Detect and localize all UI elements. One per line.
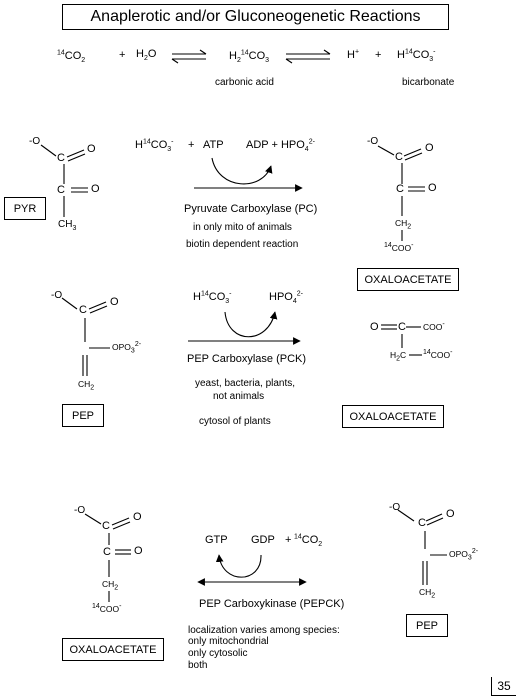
co2-formula: 14CO2 (57, 49, 86, 65)
carbonic-acid-label: carbonic acid (215, 77, 274, 88)
gdp-label: GDP (251, 534, 275, 546)
methylene-group: CH2 (102, 579, 119, 592)
oxygen-atom: O (446, 508, 455, 520)
carbon-atom: C (418, 517, 426, 529)
oxaloacetate-bonds (377, 145, 425, 241)
plus-sign: + (375, 49, 382, 61)
oxygen-atom: O (110, 296, 119, 308)
enzyme-note: cytosol of plants (199, 416, 271, 427)
equilibrium-arrow (285, 49, 331, 64)
methyl-group: CH3 (58, 219, 77, 233)
oxygen-atom: O (425, 142, 434, 154)
carbon-atom: C (79, 304, 87, 316)
oxygen-atom: O (87, 143, 96, 155)
labeled-carboxylate: 14COO- (423, 349, 453, 360)
oxygen-atom: O (428, 182, 437, 194)
page-title: Anaplerotic and/or Gluconeogenetic React… (62, 4, 449, 30)
carboxylate-group: COO- (423, 321, 445, 332)
proton-formula: H+ (347, 48, 360, 61)
carboxylate-oxygen: -O (74, 505, 86, 516)
water-formula: H2O (136, 48, 157, 63)
oxygen-atom: O (133, 511, 142, 523)
plus-sign: + (119, 49, 126, 61)
bicarbonate-formula: H14CO3- (135, 138, 174, 154)
carbon-atom: C (103, 546, 111, 558)
carbon-atom: C (57, 184, 65, 196)
gtp-label: GTP (205, 534, 228, 546)
oxaloacetate-linear-bonds (381, 324, 422, 356)
labeled-carboxylate: 14COO- (92, 603, 122, 614)
plus-sign: + (285, 534, 292, 546)
equilibrium-arrow (171, 49, 207, 64)
curved-arrow (215, 554, 262, 578)
oxaloacetate-label-box: OXALOACETATE (62, 638, 164, 661)
bicarbonate-formula: H14CO3- (193, 290, 232, 306)
plus-sign: + (188, 139, 195, 151)
enzyme-name: Pyruvate Carboxylase (PC) (184, 203, 318, 215)
carboxylate-oxygen: -O (29, 136, 41, 147)
oxaloacetate-label-box: OXALOACETATE (357, 268, 459, 291)
pyr-label-box: PYR (4, 197, 46, 220)
methylene-group: CH2 (419, 587, 436, 600)
enzyme-note: only mitochondrial (188, 636, 269, 647)
oxaloacetate-label-box: OXALOACETATE (342, 405, 444, 428)
carbonic-acid-formula: H214CO3 (229, 49, 270, 65)
enzyme-note: localization varies among species: (188, 625, 340, 636)
enzyme-note: not animals (213, 391, 265, 402)
oxygen-atom: O (370, 321, 379, 333)
page-number: 35 (491, 677, 516, 696)
enzyme-note: yeast, bacteria, plants, (195, 378, 296, 389)
enzyme-note: in only mito of animals (193, 222, 292, 233)
carbon-atom: C (57, 152, 65, 164)
carbon-atom: C (398, 321, 406, 333)
labeled-carboxylate: 14COO- (384, 242, 414, 253)
phosphate-label: HPO42- (269, 290, 303, 306)
atp-label: ATP (203, 139, 224, 151)
bicarbonate-formula: H14CO3- (397, 48, 436, 64)
enzyme-note: only cytosolic (188, 648, 248, 659)
oxygen-atom: O (134, 545, 143, 557)
carbon-atom: C (395, 151, 403, 163)
pep-label-box: PEP (62, 404, 104, 427)
enzyme-note: biotin dependent reaction (186, 239, 299, 250)
enzyme-name: PEP Carboxykinase (PEPCK) (199, 598, 345, 610)
pyruvate-bonds (40, 144, 88, 217)
carboxylate-oxygen: -O (389, 502, 401, 513)
carboxylate-oxygen: -O (367, 136, 379, 147)
bicarbonate-label: bicarbonate (402, 77, 455, 88)
carbon-atom: C (396, 183, 404, 195)
curved-arrow (211, 157, 273, 185)
oxygen-atom: O (91, 183, 100, 195)
oxaloacetate-bonds (84, 513, 131, 602)
carbon-atom: C (102, 520, 110, 532)
pep-label-box: PEP (406, 614, 448, 637)
methylene-group: H2C (390, 350, 407, 363)
adp-phosphate-label: ADP + HPO42- (246, 138, 315, 154)
carboxylate-oxygen: -O (51, 290, 63, 301)
methylene-group: CH2 (78, 379, 95, 392)
co2-formula: 14CO2 (294, 533, 323, 549)
methylene-group: CH2 (395, 218, 412, 231)
enzyme-name: PEP Carboxylase (PCK) (187, 353, 307, 365)
phosphate-group: OPO32- (112, 341, 142, 355)
enzyme-note: both (188, 660, 208, 671)
pep-bonds (61, 297, 110, 376)
phosphate-group: OPO32- (449, 548, 479, 562)
curved-arrow (224, 311, 278, 338)
pep-bonds (397, 509, 447, 585)
